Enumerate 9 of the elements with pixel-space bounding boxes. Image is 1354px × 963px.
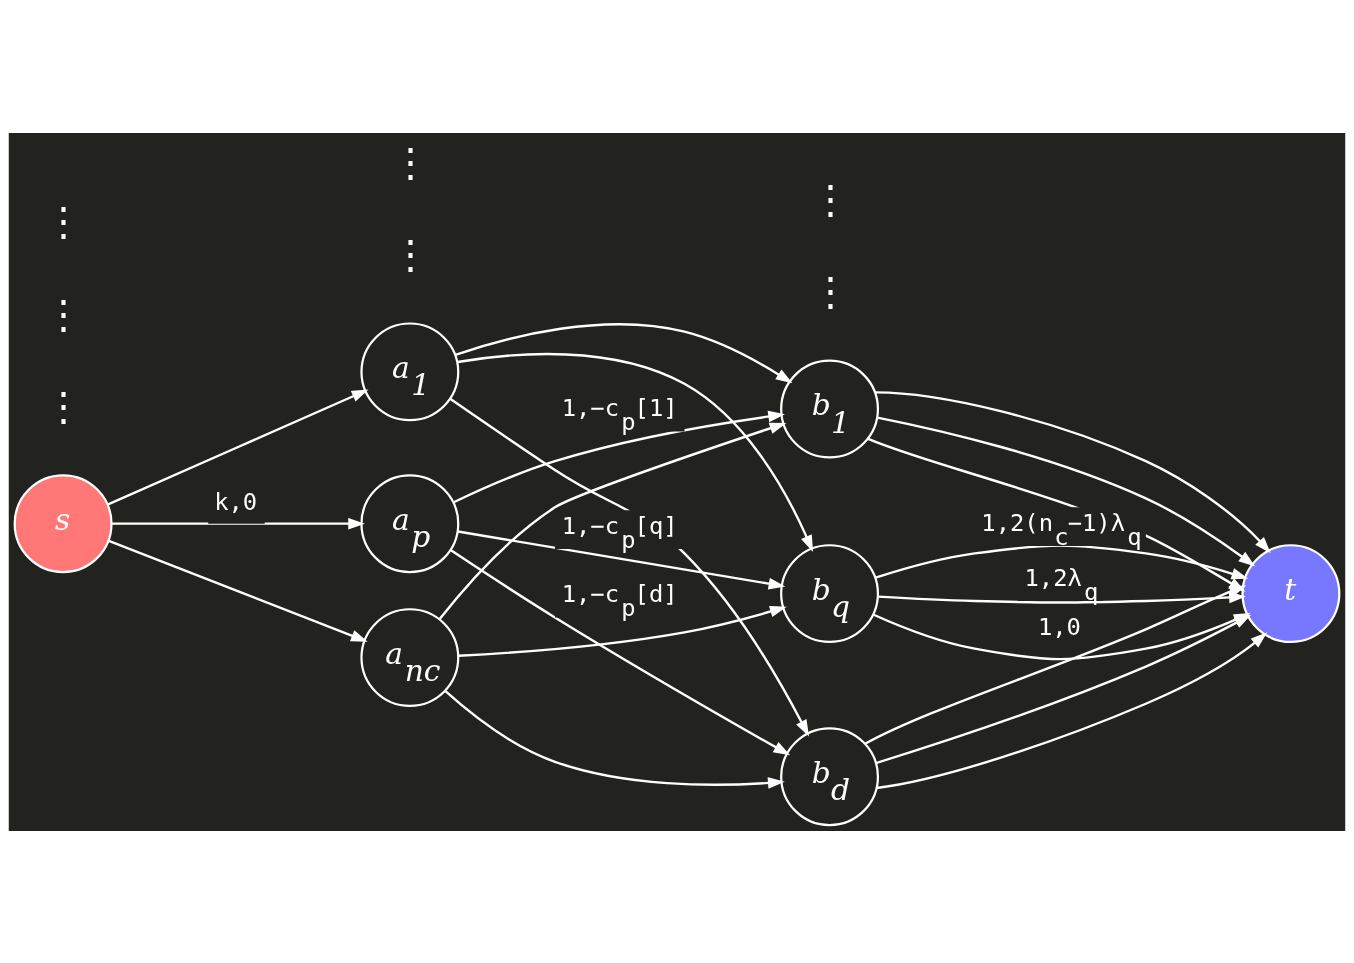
label: ⋮: [44, 383, 84, 429]
edge-label: 1,0: [1037, 612, 1081, 641]
label: ⋮: [810, 176, 850, 222]
edge-label: k,0: [214, 487, 258, 516]
label: ⋮: [391, 139, 431, 185]
label: ⋮: [391, 231, 431, 277]
label: ⋮: [810, 268, 850, 314]
label: ⋮: [44, 291, 84, 337]
label: ⋮: [44, 198, 84, 244]
